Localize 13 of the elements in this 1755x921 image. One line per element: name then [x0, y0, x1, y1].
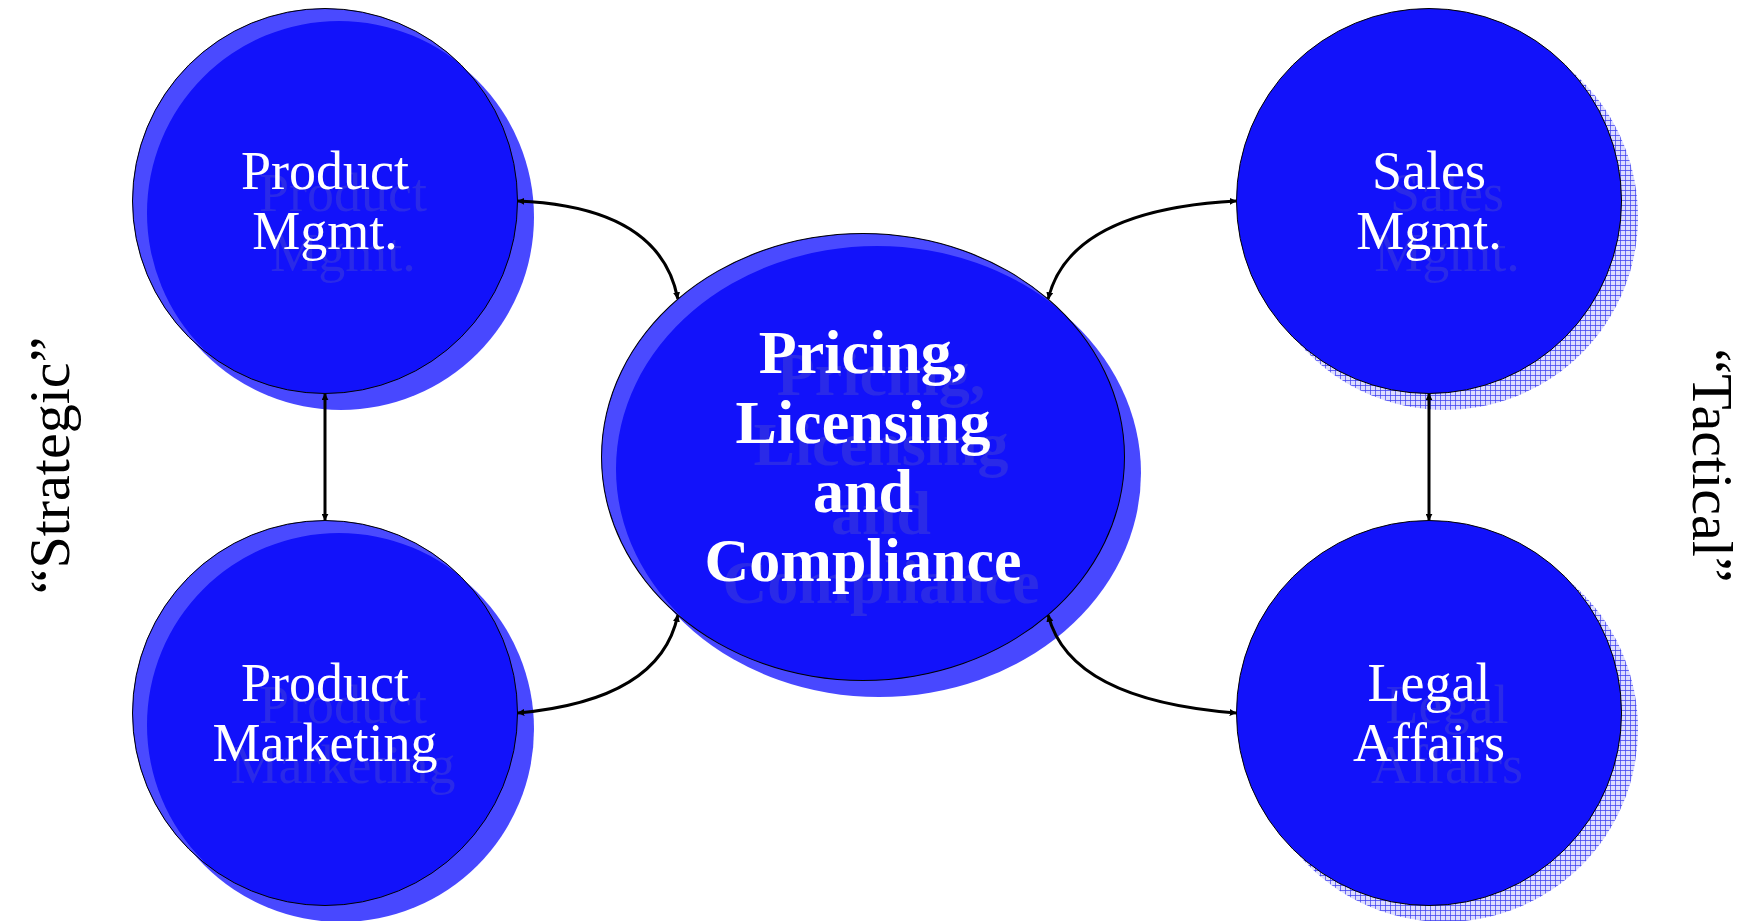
- node-label: Product Mgmt.: [240, 140, 410, 262]
- double-arrow: [517, 614, 680, 716]
- double-arrow: [1046, 614, 1237, 716]
- double-arrow: [1046, 198, 1237, 300]
- double-arrow: [1425, 393, 1433, 521]
- node-label: Pricing, Licensing and Compliance: [703, 318, 1023, 596]
- double-arrow: [517, 197, 680, 300]
- side-label: “Strategic”: [16, 336, 84, 594]
- node-label: Product Marketing: [211, 652, 439, 774]
- double-arrow: [321, 393, 329, 521]
- side-label: “Tactical”: [1678, 347, 1746, 583]
- node-label: Legal Affairs: [1352, 652, 1506, 774]
- node-label: Sales Mgmt.: [1355, 140, 1503, 262]
